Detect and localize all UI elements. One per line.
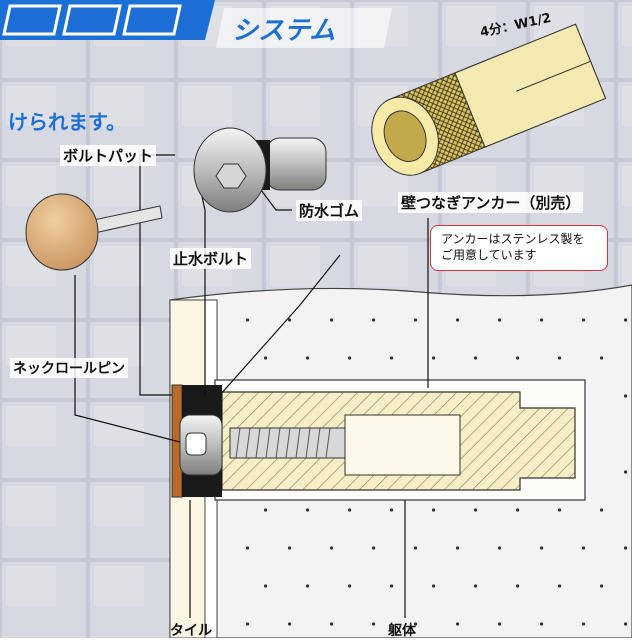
- bolt-threads: [235, 427, 331, 459]
- concrete-dot: [263, 584, 268, 588]
- concrete-dot: [329, 318, 334, 322]
- concrete-dot: [329, 622, 334, 626]
- concrete-dot: [245, 622, 250, 626]
- concrete-dot: [455, 318, 460, 322]
- label-waterproof-rubber: 防水ゴム: [296, 200, 363, 221]
- concrete-dot: [539, 546, 544, 550]
- concrete-dot: [263, 356, 268, 360]
- concrete-dot: [431, 584, 436, 588]
- concrete-dot: [287, 546, 292, 550]
- subtitle-text: けられます。: [8, 110, 126, 134]
- label-bolt-pad: ボルトパット: [60, 145, 157, 166]
- banner-text: システム: [232, 16, 336, 46]
- concrete-dot: [623, 622, 628, 626]
- concrete-dot: [371, 622, 376, 626]
- label-body: 躯体: [388, 623, 416, 639]
- concrete-dot: [245, 318, 250, 322]
- concrete-dot: [497, 318, 502, 322]
- concrete-dot: [581, 546, 586, 550]
- neck-roll-pin-illustration: [25, 193, 163, 271]
- concrete-dot: [581, 318, 586, 322]
- concrete-dot: [497, 622, 502, 626]
- concrete-dot: [287, 622, 292, 626]
- concrete-dot: [347, 584, 352, 588]
- concrete-dot: [389, 508, 394, 512]
- concrete-dot: [623, 394, 628, 398]
- neck-roll-pin-inner: [185, 432, 207, 456]
- concrete-dot: [305, 356, 310, 360]
- concrete-dot: [389, 356, 394, 360]
- label-tile: タイル: [170, 623, 212, 639]
- concrete-dot: [455, 546, 460, 550]
- stainless-note-callout: アンカーはステンレス製を ご用意しています: [430, 225, 608, 271]
- concrete-dot: [515, 356, 520, 360]
- concrete-dot: [389, 584, 394, 588]
- concrete-dot: [371, 318, 376, 322]
- wall-anchor-illustration: [371, 23, 607, 176]
- label-stop-water-bolt: 止水ボルト: [170, 248, 252, 269]
- concrete-dots: [245, 318, 628, 626]
- concrete-dot: [413, 622, 418, 626]
- concrete-dot: [413, 318, 418, 322]
- concrete-dot: [473, 584, 478, 588]
- concrete-dot: [305, 508, 310, 512]
- concrete-dot: [287, 318, 292, 322]
- concrete-dot: [347, 508, 352, 512]
- note-line-1: アンカーはステンレス製を: [441, 232, 585, 246]
- anchor-inner-bore: [344, 414, 461, 476]
- label-wall-anchor: 壁つなぎアンカー（別売）: [398, 192, 584, 213]
- concrete-dot: [623, 546, 628, 550]
- concrete-dot: [599, 356, 604, 360]
- concrete-dot: [245, 546, 250, 550]
- concrete-dot: [305, 584, 310, 588]
- label-neck-roll-pin: ネックロールピン: [10, 358, 128, 378]
- note-line-2: ご用意しています: [441, 248, 537, 262]
- stop-water-bolt-illustration: [193, 127, 327, 213]
- concrete-dot: [623, 470, 628, 474]
- banner-logo-strokes: [2, 4, 182, 36]
- concrete-dot: [581, 622, 586, 626]
- concrete-dot: [623, 318, 628, 322]
- concrete-dot: [599, 584, 604, 588]
- concrete-dot: [413, 546, 418, 550]
- concrete-dot: [557, 508, 562, 512]
- banner-text-backdrop: [216, 8, 392, 48]
- concrete-dot: [557, 356, 562, 360]
- concrete-dot: [473, 356, 478, 360]
- concrete-dot: [473, 508, 478, 512]
- concrete-dot: [263, 508, 268, 512]
- concrete-dot: [347, 356, 352, 360]
- concrete-dot: [557, 584, 562, 588]
- concrete-dot: [539, 318, 544, 322]
- concrete-dot: [539, 622, 544, 626]
- concrete-dot: [329, 546, 334, 550]
- concrete-dot: [371, 546, 376, 550]
- concrete-dot: [431, 356, 436, 360]
- concrete-dot: [431, 508, 436, 512]
- concrete-dot: [515, 508, 520, 512]
- concrete-dot: [455, 622, 460, 626]
- concrete-dot: [599, 508, 604, 512]
- concrete-dot: [515, 584, 520, 588]
- concrete-dot: [497, 546, 502, 550]
